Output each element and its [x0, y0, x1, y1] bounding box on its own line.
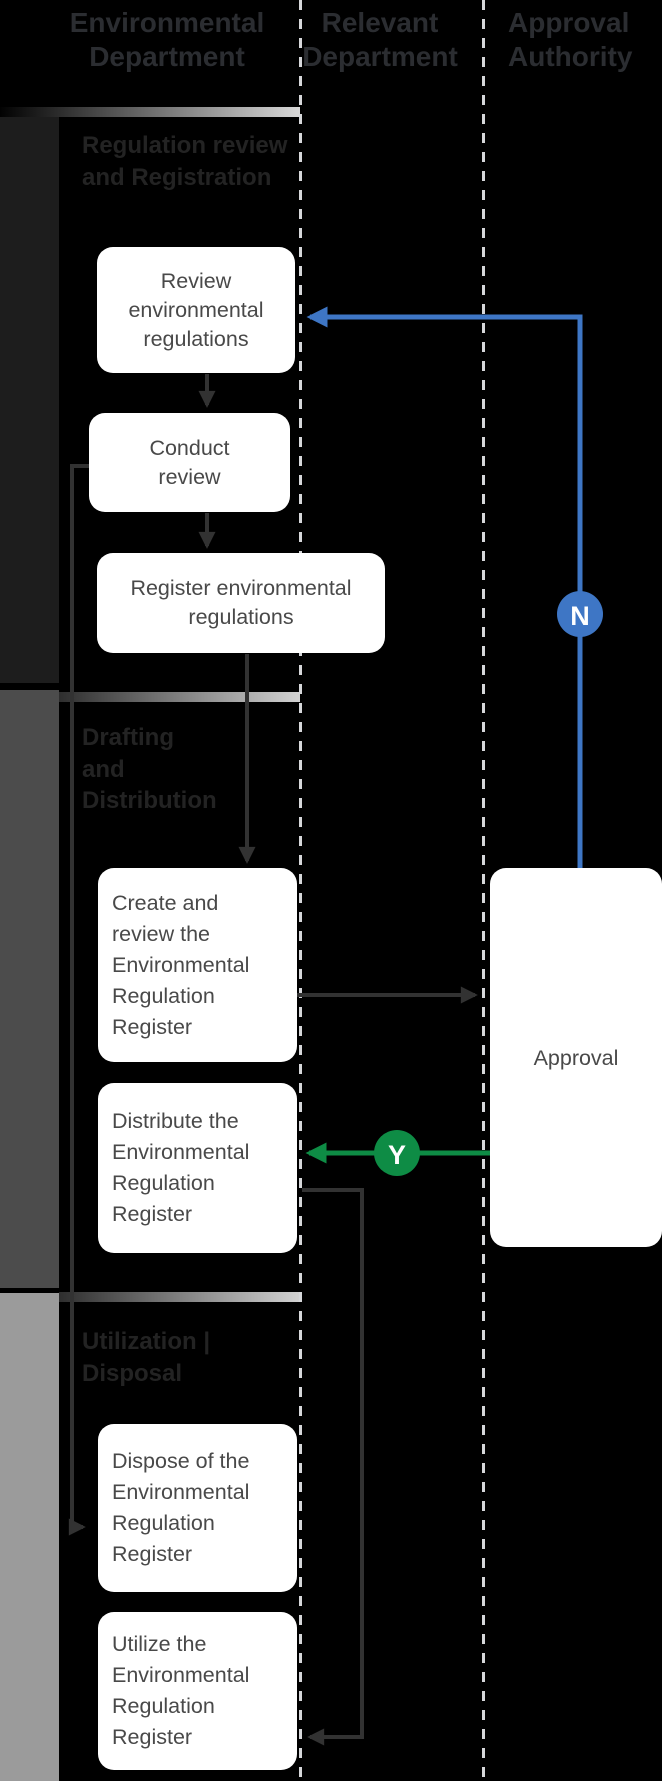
node-utilize-register: Utilize the Environmental Regulation Reg…	[98, 1612, 297, 1770]
section3-gradient-bar	[59, 1292, 300, 1302]
node-create-and-review-register: Create and review the Environmental Regu…	[98, 868, 297, 1062]
node-label: Conduct review	[149, 435, 230, 489]
section-title-regulation-review-and-registration: Regulation review and Registration	[82, 132, 288, 191]
node-review-environmental-regulations: Review environmental regulations	[97, 247, 295, 373]
section1-strip	[0, 117, 59, 683]
section2-gradient-bar	[59, 692, 300, 702]
no-badge-label: N	[570, 601, 590, 631]
lane-header-relevant-department: Relevant Department	[302, 7, 458, 72]
yes-badge-circle	[374, 1130, 420, 1176]
connector-approval-no-to-review	[306, 306, 583, 868]
node-conduct-review: Conduct review	[89, 413, 290, 512]
yes-badge-label: Y	[388, 1140, 406, 1170]
node-label: Register environmental regulations	[130, 576, 352, 629]
lane-header-approval-authority: Approval Authority	[508, 7, 633, 72]
no-badge-circle	[557, 591, 603, 637]
node-label: Utilize the Environmental Regulation Reg…	[112, 1632, 250, 1749]
connector-conduct-to-dispose	[68, 464, 89, 1536]
section-title-drafting-and-distribution: Drafting and Distribution	[82, 724, 217, 814]
node-approval: Approval	[490, 868, 662, 1247]
decision-badge-yes: Y	[374, 1130, 420, 1176]
node-register-environmental-regulations: Register environmental regulations	[97, 553, 385, 653]
node-label: Create and review the Environmental Regu…	[112, 890, 250, 1039]
node-label: Approval	[533, 1045, 619, 1070]
section1-gradient-bar	[0, 107, 300, 117]
section2-strip	[0, 690, 59, 1288]
connector-distribute-to-utilize	[302, 1188, 364, 1746]
node-dispose-register: Dispose of the Environmental Regulation …	[98, 1424, 297, 1592]
lane-header-environmental-department: Environmental Department	[69, 7, 265, 72]
node-label: Dispose of the Environmental Regulation …	[112, 1449, 250, 1566]
section3-strip	[0, 1293, 59, 1781]
node-distribute-register: Distribute the Environmental Regulation …	[98, 1083, 297, 1253]
decision-badge-no: N	[557, 591, 603, 637]
node-label: Distribute the Environmental Regulation …	[112, 1109, 250, 1226]
node-label: Review environmental regulations	[128, 268, 264, 351]
section-title-utilization-disposal: Utilization | Disposal	[82, 1328, 211, 1387]
